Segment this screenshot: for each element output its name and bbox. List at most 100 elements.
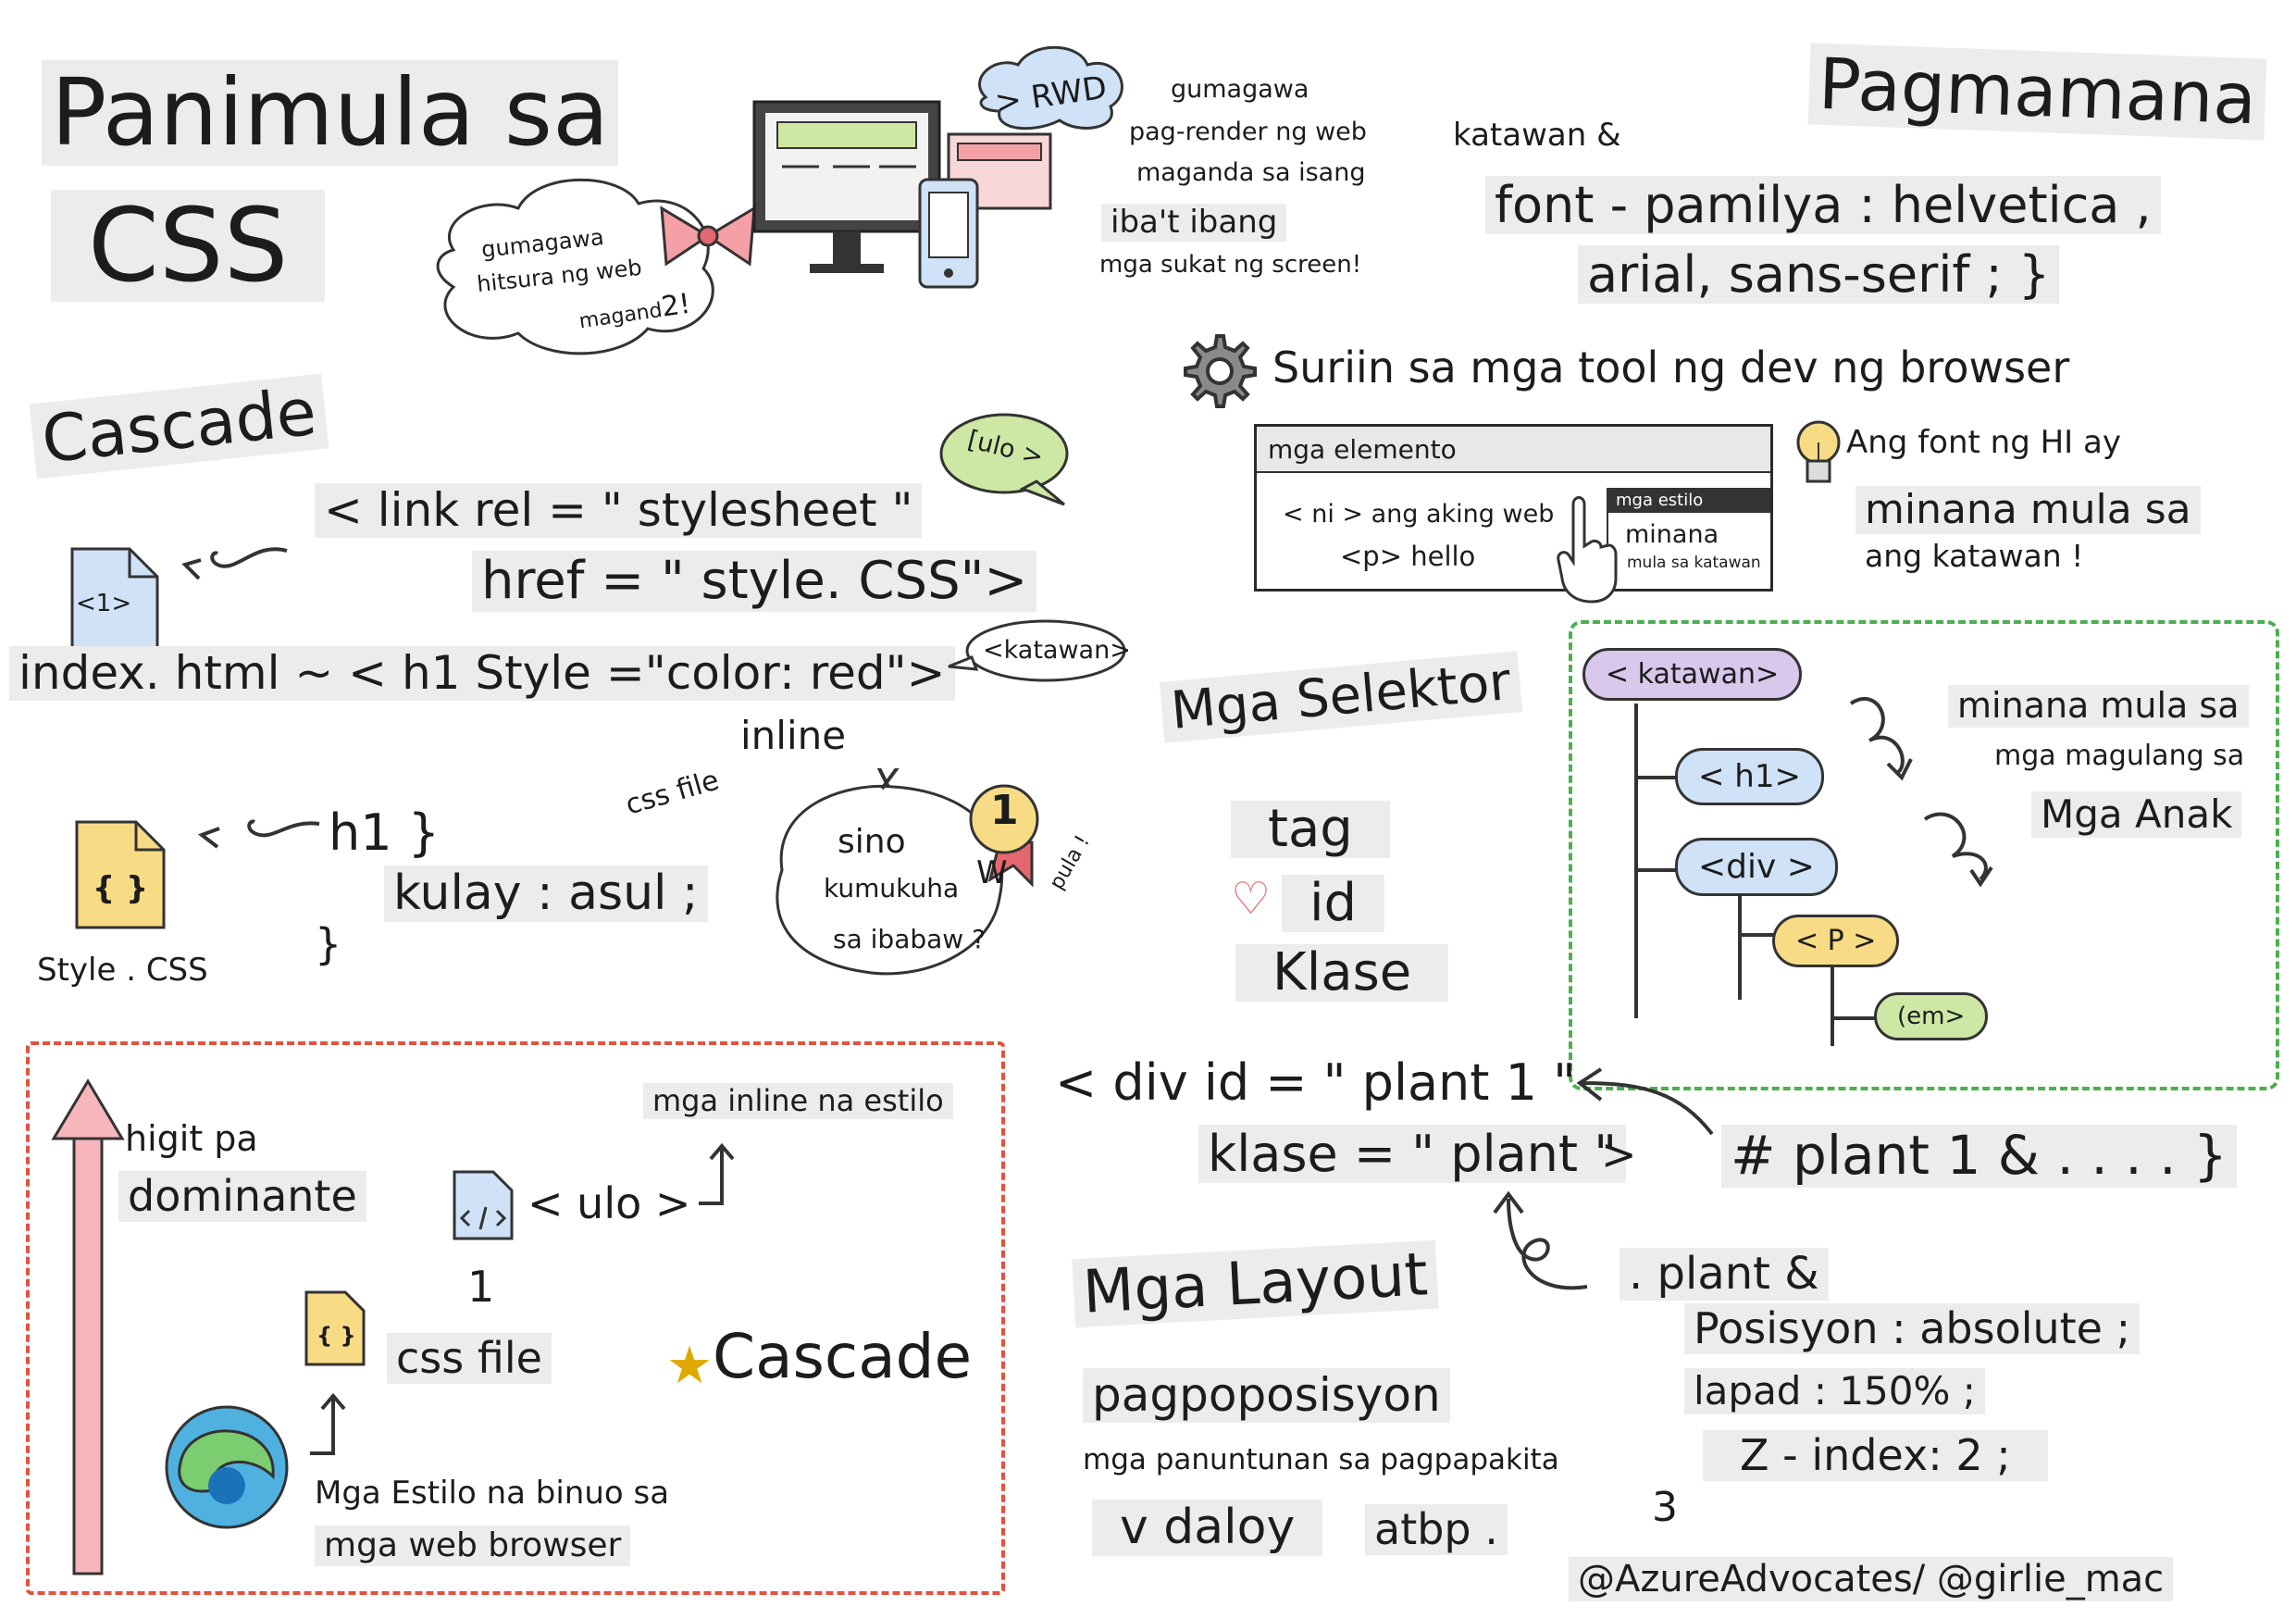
medal-icon	[969, 784, 1039, 888]
css-rule-1: h1 }	[329, 803, 441, 862]
medal-number: 1	[990, 787, 1019, 834]
rwd-desc-4: iba't ibang	[1101, 204, 1287, 243]
selector-id: id	[1282, 875, 1385, 932]
monitor-icon	[752, 100, 941, 273]
rwd-cloud-icon	[978, 45, 1123, 131]
up-arrow-browser-icon	[310, 1392, 346, 1455]
inheritance-title: Pagmamana	[1807, 43, 2267, 140]
layouts-title: Mga Layout	[1072, 1239, 1439, 1328]
tree-note-1: minana mula sa	[1948, 685, 2249, 728]
code-file-icon	[453, 1170, 514, 1240]
tree-node-katawan: < katawan>	[1582, 648, 1803, 701]
curved-arrow-icon	[181, 547, 288, 580]
devtools-note-1: Ang font ng HI ay	[1846, 424, 2121, 461]
devtools-styles-value: minana	[1625, 520, 1719, 549]
plant-rule-3: lapad : 150% ;	[1684, 1368, 1985, 1415]
priority-more: higit pa	[125, 1118, 258, 1159]
priority-cascade: Cascade	[713, 1321, 973, 1392]
inheritance-tree-box	[1569, 620, 2279, 1090]
tree-lines-icon	[1634, 704, 1879, 1046]
devtools-panel: mga elemento < ni > ang aking web <p> he…	[1254, 424, 1773, 592]
who-wins-1: sino	[838, 823, 906, 861]
css-file-label: css file	[622, 764, 723, 822]
priority-inline-styles: mga inline na estilo	[643, 1083, 953, 1120]
devtools-styles-head: mga estilo	[1608, 488, 1770, 513]
ulo-bubble-icon	[939, 413, 1069, 506]
inheritance-code-1: katawan &	[1453, 117, 1621, 154]
gear-icon	[1184, 334, 1257, 408]
cloud-text-3b: 2!	[659, 287, 693, 324]
css-file-glyph: { }	[93, 870, 149, 907]
squiggle-arrow-icon	[1849, 696, 1993, 888]
lightbulb-icon	[1796, 420, 1841, 483]
plant-rule-4: Z - index: 2 ;	[1703, 1430, 2048, 1481]
plant-rule-1: . plant &	[1620, 1248, 1829, 1301]
page-title-line2: CSS	[51, 190, 326, 302]
heart-icon: ♡	[1231, 873, 1272, 925]
css-rule-3: }	[315, 919, 342, 969]
div-code-2: klase = " plant "	[1198, 1125, 1627, 1184]
tree-note-2: mga magulang sa	[1994, 740, 2245, 772]
tree-node-div: <div >	[1675, 838, 1838, 896]
loop-arrow-icon	[1493, 1190, 1588, 1290]
selector-class: Klase	[1235, 944, 1449, 1002]
inline-code: index. html ~ < h1 Style ="color: red">	[9, 646, 955, 701]
devtools-tabbar	[1257, 427, 1770, 473]
selectors-title: Mga Selektor	[1159, 651, 1522, 743]
tree-node-h1: < h1>	[1675, 748, 1824, 805]
css-file-icon	[75, 820, 166, 929]
plant-rule-5: 3	[1652, 1484, 1678, 1531]
style-file-label: Style . CSS	[37, 952, 208, 989]
phone-icon	[918, 178, 979, 289]
pointer-hand-icon	[1557, 496, 1618, 604]
rwd-desc-5: mga sukat ng screen!	[1099, 251, 1362, 279]
priority-dominant: dominante	[118, 1171, 366, 1222]
css-file-small-icon	[304, 1290, 366, 1366]
devtools-note-2: minana mula sa	[1855, 486, 2201, 535]
cloud-icon	[436, 178, 714, 355]
link-code-1: < link rel = " stylesheet "	[315, 483, 923, 538]
plant-id-rule: # plant 1 & . . . . }	[1721, 1125, 2237, 1188]
priority-browser-2: mga web browser	[315, 1526, 631, 1566]
devtools-styles-note: mula sa katawan	[1627, 554, 1761, 572]
devtools-tab-elements[interactable]: mga elemento	[1268, 434, 1457, 465]
layouts-positioning: pagpoposisyon	[1083, 1368, 1450, 1423]
priority-one: 1	[467, 1262, 495, 1312]
arrow-left-icon	[1576, 1067, 1714, 1136]
layouts-rules: mga panuntunan sa pagpapakita	[1083, 1443, 1559, 1476]
medal-w: W	[976, 854, 1008, 891]
devtools-styles-pane: mga estilo minana mula sa katawan	[1607, 488, 1770, 588]
who-wins-3: sa ibabaw ?	[833, 924, 986, 954]
inheritance-code-3: arial, sans-serif ; }	[1578, 245, 2060, 305]
rwd-desc-1: gumagawa	[1171, 75, 1309, 104]
link-code-2: href = " style. CSS">	[472, 551, 1037, 612]
up-arrow-icon	[51, 1078, 125, 1575]
devtools-line-2: <p> hello	[1340, 541, 1476, 572]
div-code-close: >	[1601, 1129, 1637, 1179]
devtools-note-3: ang katawan !	[1865, 538, 2084, 574]
priority-star: ★	[666, 1336, 714, 1396]
tree-node-em: (em>	[1874, 992, 1989, 1040]
katawan-bubble-text: <katawan>	[983, 636, 1131, 665]
css-rule-2: kulay : asul ;	[384, 866, 708, 923]
div-code-1: < div id = " plant 1 "	[1055, 1053, 1576, 1112]
tree-node-p: < P >	[1772, 915, 1900, 967]
priority-ulo: < ulo >	[527, 1178, 691, 1228]
priority-css-file: css file	[387, 1333, 552, 1384]
who-wins-2: kumukuha	[824, 873, 960, 903]
tree-note-3: Mga Anak	[2031, 791, 2242, 839]
priority-css-file-glyph: { }	[316, 1323, 356, 1349]
devtools-line-1: < ni > ang aking web	[1283, 500, 1555, 529]
html-file-icon	[70, 547, 159, 653]
curved-arrow-2-icon	[197, 819, 320, 849]
selector-tag: tag	[1231, 801, 1390, 858]
layouts-etc: atbp .	[1365, 1504, 1508, 1555]
priority-box	[26, 1041, 1005, 1595]
credit: @AzureAdvocates/ @girlie_mac	[1569, 1557, 2174, 1601]
inheritance-code-2: font - pamilya : helvetica ,	[1485, 176, 2161, 235]
who-wins-bubble-icon	[776, 768, 1004, 976]
devtools-heading: Suriin sa mga tool ng dev ng browser	[1272, 342, 2070, 392]
katawan-bubble-icon	[948, 619, 1126, 682]
page-title-line1: Panimula sa	[42, 60, 619, 166]
inline-label: inline	[740, 713, 847, 758]
